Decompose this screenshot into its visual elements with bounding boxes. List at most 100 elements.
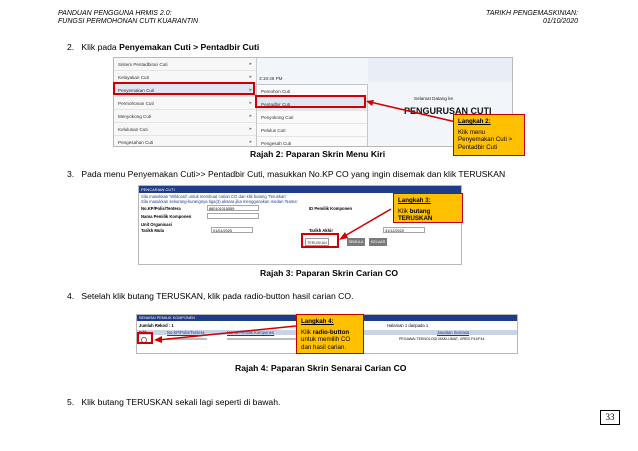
callout-title: Langkah 4: [301,318,334,325]
callout-step-3: Langkah 3: Klik butang TERUSKAN [393,193,463,223]
header-left-line1: PANDUAN PENGGUNA HRMIS 2.0: [58,10,172,17]
chevron-right-icon: ▸ [249,113,252,119]
chevron-right-icon: ▸ [249,100,252,106]
highlight-radio [137,332,153,344]
nama-input[interactable] [207,213,259,219]
highlight-teruskan [301,233,339,248]
step-3-text: Pada menu Penyemakan Cuti>> Pentadbir Cu… [81,169,506,179]
callout-pre: Klik [301,328,313,336]
step-4-text: Setelah klik butang TERUSKAN, klik pada … [81,291,354,301]
step-2-bold: Penyemakan Cuti > Pentadbir Cuti [119,42,260,52]
label-tarikh-mula: Tarikh Mula [141,228,164,233]
date-start-input[interactable]: 01/01/2020 [211,227,253,233]
step-2-number: 2. [67,42,75,52]
menu-item-label: Permohonan Cuti [118,101,154,106]
col-nokp[interactable]: No.KP/Polis/Tentera [167,330,205,335]
chevron-right-icon: ▸ [249,74,252,80]
step-4: 4. Setelah klik butang TERUSKAN, klik pa… [67,291,353,301]
menu-item-sistem[interactable]: Sistem Pentadbiran Cuti ▸ [114,58,256,71]
step-5-text: Klik butang TERUSKAN sekali lagi seperti… [81,397,281,407]
sub-menu-pengesah[interactable]: Pengesah Cuti [257,137,367,146]
menu-item-label: Pentadbir Cuti [261,102,291,107]
header-right-line2: 01/10/2020 [542,18,578,25]
arrow-icon [154,325,297,343]
masked-kp [167,338,207,340]
arrow-icon [339,208,392,240]
banner-title: PENGURUSAN CUTI [404,106,492,116]
menu-item-label: Kelulusan Cuti [118,127,148,132]
header-right-line1: TARIKH PENGEMASKINIAN: [485,10,578,17]
step-3-number: 3. [67,169,75,179]
row-jawatan: PEGAWAI TEKNOLOGI MAKLUMAT, GRED F41/F44 [399,337,485,341]
chevron-right-icon: ▸ [249,126,252,132]
menu-item-kelulusan[interactable]: Kelulusan Cuti ▸ [114,123,256,136]
step-5: 5. Klik butang TERUSKAN sekali lagi sepe… [67,397,280,407]
menu-item-label: Penyokong Cuti [261,115,294,120]
callout-text: Klik menu Penyemakan Cuti > Pentadbir Cu… [458,128,513,151]
label-nama: Nama Pemilik Komponen [141,214,192,219]
sub-menu-pemohon[interactable]: Pemohon Cuti [257,85,367,98]
label-tarikh-akhir: Tarikh Akhir [309,228,333,233]
menu-item-pengesahan[interactable]: Pengesahan Cuti ▸ [114,136,256,146]
callout-text-pre: Klik [398,207,410,215]
semula-button[interactable]: SEMULA [347,238,365,246]
keluar-button[interactable]: KELUAR [369,238,387,246]
sub-menu-pelulus[interactable]: Pelulus Cuti [257,124,367,137]
menu-item-label: Menyokong Cuti [118,114,152,119]
menu-item-label: Pemohon Cuti [261,89,291,94]
step-4-number: 4. [67,291,75,301]
halaman-text: Halaman 1 daripada 1 [387,323,429,328]
menu-item-label: Penyemakan Cuti [118,88,155,93]
intro-line-1: Sila masukkan 'Wildcard' untuk membuat c… [141,194,287,199]
welcome-text: Selamat Datang ke [414,96,454,101]
header-left-line2: FUNGSI PERMOHONAN CUTI KUARANTIN [58,18,199,25]
header-left: PANDUAN PENGGUNA HRMIS 2.0: FUNGSI PERMO… [58,10,198,26]
col-nama[interactable]: Nama Pemilik Komponen [227,330,275,335]
step-2-text: Klik pada [81,42,120,52]
highlight-pentadbir [255,95,366,108]
top-band [368,58,512,82]
callout-step-2: Langkah 2: Klik menu Penyemakan Cuti > P… [453,114,525,156]
callout-post: untuk memilih CO dan hasil carian. [301,336,351,351]
figure-3-caption: Rajah 3: Paparan Skrin Carian CO [260,268,399,278]
chevron-right-icon: ▸ [249,61,252,67]
callout-text-bold: butang TERUSKAN [398,207,433,223]
left-menu: Sistem Pentadbiran Cuti ▸ Kelayakan Cuti ▸… [114,58,257,146]
label-unit: Unit Organisasi [141,222,172,227]
step-3: 3. Pada menu Penyemakan Cuti>> Pentadbir… [67,169,505,179]
step-5-number: 5. [67,397,75,407]
menu-item-permohonan[interactable]: Permohonan Cuti ▸ [114,97,256,110]
figure-4-caption: Rajah 4: Paparan Skrin Senarai Carian CO [235,363,407,373]
callout-bold: radio-button [312,328,350,336]
page-number: 33 [600,410,620,425]
menu-item-menyokong[interactable]: Menyokong Cuti ▸ [114,110,256,123]
label-kp: No.KP/Polis/Tentera [141,206,181,211]
chevron-right-icon: ▸ [249,139,252,145]
callout-step-4: Langkah 4: Klik radio-button untuk memil… [296,314,364,354]
masked-nama [227,338,317,340]
chevron-right-icon: ▸ [249,87,252,93]
header-right: TARIKH PENGEMASKINIAN: 01/10/2020 [486,10,578,26]
clock-text: 3:19:46 PM [259,76,283,81]
sub-menu: Pemohon Cuti Pentadbir Cuti Penyokong Cu… [256,84,368,146]
figure-2-caption: Rajah 2: Paparan Skrin Menu Kiri [250,149,386,159]
intro-line-2: Sila masukkan sekurang-kurangnya tiga(3)… [141,199,298,204]
menu-item-label: Sistem Pentadbiran Cuti [118,62,168,67]
search-title-bar: PENCARIAN CUTI [139,186,461,193]
date-end-input[interactable]: 31/12/2020 [383,227,425,233]
callout-title: Langkah 2: [458,118,491,125]
menu-item-label: Kelayakan Cuti [118,75,149,80]
menu-item-label: Pengesah Cuti [261,141,292,146]
step-2: 2. Klik pada Penyemakan Cuti > Pentadbir… [67,42,259,52]
kp-input[interactable]: 880101015555 [207,205,259,211]
menu-item-label: Pelulus Cuti [261,128,286,133]
col-jawatan[interactable]: Jawatan Semasa [437,330,470,335]
menu-item-label: Pengesahan Cuti [118,140,154,145]
arrow-icon [366,100,457,123]
highlight-penyemakan [113,82,255,95]
callout-title: Langkah 3: [398,197,431,204]
label-id: ID Pemilik Komponen [309,206,353,211]
teruskan-button[interactable]: TERUSKAN [305,238,329,246]
jumlah-rekod: Jumlah Rekod : 1 [139,323,174,328]
sub-menu-penyokong[interactable]: Penyokong Cuti [257,111,367,124]
